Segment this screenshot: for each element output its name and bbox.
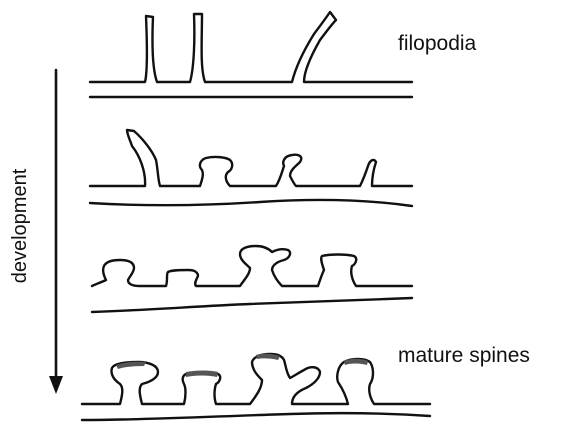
stage-3-stubby <box>92 246 412 312</box>
dendrite-upper-edge <box>82 354 430 404</box>
filopodia-label: filopodia <box>398 32 477 55</box>
mature-spines-label: mature spines <box>398 344 530 367</box>
development-label: development <box>9 168 31 283</box>
dendrite-upper-edge <box>90 12 412 82</box>
dendrite-lower-edge <box>90 200 412 206</box>
dendrite-lower-edge <box>82 413 430 420</box>
dendrite-upper-edge <box>90 130 412 186</box>
arrow-head <box>49 376 63 394</box>
development-arrow <box>49 70 63 394</box>
psd-shading <box>186 371 218 378</box>
stage-2-transitional <box>90 130 412 206</box>
dendrite-upper-edge <box>92 246 412 286</box>
stage-1-filopodia <box>90 12 412 97</box>
dendrite-lower-edge <box>92 298 412 312</box>
stage-4-mature <box>82 354 430 420</box>
